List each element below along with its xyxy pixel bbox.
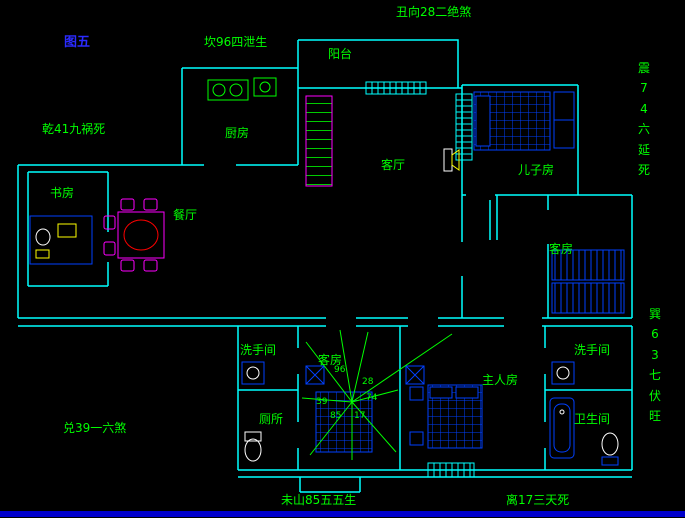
son-wardrobe-icon	[553, 91, 575, 149]
study-desk-icon	[29, 215, 93, 265]
toilet-right-icon	[601, 432, 619, 466]
compass-number-e: 74	[366, 393, 378, 403]
bottom-bar	[0, 511, 685, 517]
fengshui-label-right-lower: 巽63七伏旺	[648, 307, 662, 423]
room-label-kitchen: 厨房	[225, 126, 250, 140]
dining-table-icon	[103, 198, 165, 272]
compass-star	[301, 329, 453, 460]
room-label-toilet: 厕所	[259, 412, 284, 426]
center-bed-icon	[315, 391, 373, 453]
fengshui-label-bottom-center: 未山85五五生	[281, 493, 357, 507]
room-label-study: 书房	[50, 186, 75, 200]
door-leaf-icon	[443, 148, 460, 172]
toilet-left-icon	[244, 431, 262, 462]
room-label-washroom-left: 洗手间	[240, 343, 277, 357]
room-label-bathroom: 卫生间	[574, 412, 611, 426]
bathtub-icon	[549, 397, 575, 459]
door-openings	[103, 160, 553, 448]
room-label-guest-center: 客房	[318, 353, 343, 367]
figure-number-label: 图五	[64, 35, 91, 50]
master-bed-icon	[427, 384, 483, 449]
compass-number-ne: 28	[362, 377, 374, 387]
fengshui-label-bottom-right: 离17三天死	[506, 493, 570, 507]
fengshui-label-right-upper: 震74六延死	[637, 61, 651, 177]
room-label-living: 客厅	[381, 158, 406, 172]
room-label-balcony: 阳台	[328, 47, 353, 61]
dining-chair-icons	[103, 198, 158, 272]
fengshui-label-upper-left: 坎96四泄生	[204, 35, 268, 49]
fengshui-label-left-lower: 兑39一六煞	[63, 421, 127, 435]
fengshui-label-top-center: 丑向28二绝煞	[396, 5, 472, 19]
compass-number-se: 17	[354, 411, 366, 421]
cabinet-icon	[305, 95, 333, 187]
compass-number-sw: 85	[330, 411, 342, 421]
window-hatch-icons	[365, 81, 475, 478]
washbasin-left-icon	[241, 361, 265, 385]
washbasin-right-icon	[551, 361, 575, 385]
kitchen-counter-icon	[207, 77, 277, 101]
compass-number-n: 96	[334, 365, 346, 375]
fengshui-label-left-upper: 乾41九祸死	[42, 122, 106, 136]
compass-number-w: 39	[316, 397, 328, 407]
room-label-guest-right: 客房	[549, 242, 574, 256]
guest-bed-icons	[551, 249, 625, 314]
master-nightstand-icons	[409, 386, 424, 446]
walls	[17, 39, 633, 493]
room-label-son-room: 儿子房	[518, 163, 555, 177]
son-bed-icon	[473, 91, 551, 151]
room-label-master-room: 主人房	[482, 373, 519, 387]
room-label-dining: 餐厅	[173, 208, 198, 222]
floor-fixture-icons	[305, 365, 425, 385]
room-label-washroom-right: 洗手间	[574, 343, 611, 357]
